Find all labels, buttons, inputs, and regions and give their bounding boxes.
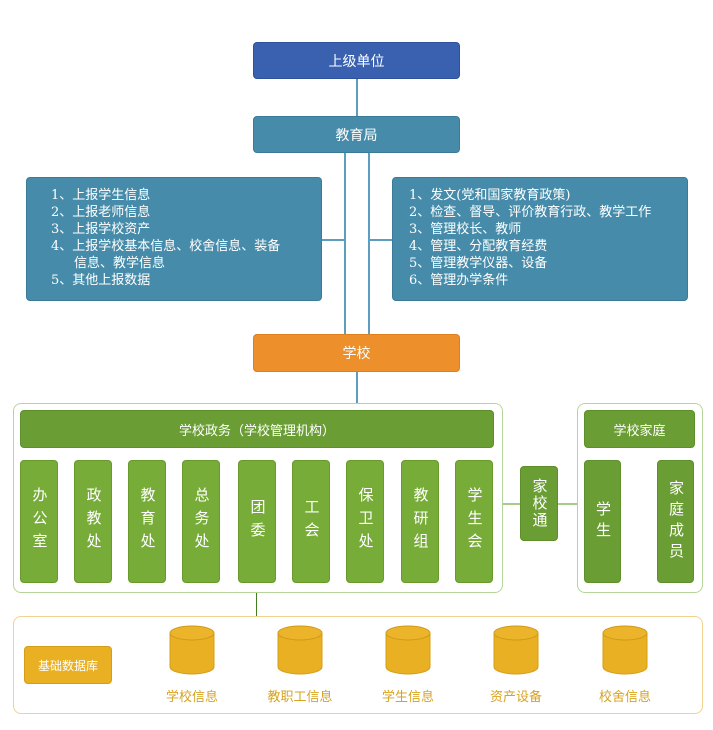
top-unit-box: 上级单位 <box>253 42 460 79</box>
department-label: 工会 <box>302 498 321 545</box>
family-member-student: 学生 <box>584 460 621 583</box>
database-cylinder-icon <box>602 625 648 675</box>
connector-bureau-school-right <box>368 152 370 336</box>
department-label: 保卫处 <box>356 487 375 556</box>
school-label: 学校 <box>342 346 371 362</box>
family-member-label: 家庭成员 <box>667 479 685 564</box>
department-box: 办公室 <box>20 460 58 583</box>
family-header-label: 学校家庭 <box>613 423 666 439</box>
department-label: 办公室 <box>30 487 49 556</box>
duty-list-box: 1、发文(党和国家教育政策) 2、检查、督导、评价教育行政、教学工作 3、管理校… <box>392 177 688 301</box>
admin-header-label: 学校政务（学校管理机构） <box>178 423 335 439</box>
department-box: 工会 <box>292 460 330 583</box>
department-box: 学生会 <box>455 460 493 583</box>
duty-item: 1、发文(党和国家教育政策) <box>409 188 571 203</box>
department-label: 教育处 <box>138 487 157 556</box>
report-item: 4、上报学校基本信息、校舍信息、装备 <box>51 239 281 254</box>
bureau-box: 教育局 <box>253 116 460 153</box>
duty-item: 6、管理办学条件 <box>409 273 509 288</box>
department-box: 保卫处 <box>346 460 384 583</box>
connector-duty <box>370 239 392 241</box>
school-box: 学校 <box>253 334 460 372</box>
database-cylinder-icon <box>277 625 323 675</box>
connector-bridge-family <box>558 503 580 505</box>
family-member-label: 学生 <box>594 500 612 543</box>
family-member-family: 家庭成员 <box>657 460 694 583</box>
family-header: 学校家庭 <box>584 410 695 448</box>
department-label: 学生会 <box>465 487 484 556</box>
duty-item: 3、管理校长、教师 <box>409 222 522 237</box>
bridge-label: 家校通 <box>530 478 549 529</box>
bureau-label: 教育局 <box>335 127 378 144</box>
department-box: 教育处 <box>128 460 166 583</box>
report-item: 信息、教学信息 <box>74 256 166 271</box>
database-name: 资产设备 <box>489 690 542 705</box>
department-box: 团委 <box>238 460 276 583</box>
database-cylinder-icon <box>385 625 431 675</box>
database-frame <box>13 616 703 714</box>
database-label-box: 基础数据库 <box>24 646 112 684</box>
department-label: 总务处 <box>192 487 211 556</box>
department-box: 教研组 <box>401 460 439 583</box>
database-cylinder-icon <box>169 625 215 675</box>
connector-report <box>322 239 344 241</box>
duty-item: 5、管理教学仪器、设备 <box>409 256 548 271</box>
database-name: 校舍信息 <box>598 690 651 705</box>
admin-header: 学校政务（学校管理机构） <box>20 410 494 448</box>
top-unit-label: 上级单位 <box>328 53 385 70</box>
connector-top-bureau <box>356 78 358 116</box>
connector-bureau-school-left <box>344 152 346 336</box>
report-item: 5、其他上报数据 <box>51 273 151 288</box>
connector-school-admin <box>356 372 358 404</box>
database-label: 基础数据库 <box>37 658 98 673</box>
duty-item: 4、管理、分配教育经费 <box>409 239 548 254</box>
database-cylinder-icon <box>493 625 539 675</box>
report-item: 3、上报学校资产 <box>51 222 151 237</box>
database-name: 学生信息 <box>381 690 434 705</box>
database-name: 教职工信息 <box>267 690 333 705</box>
report-list-box: 1、上报学生信息 2、上报老师信息 3、上报学校资产 4、上报学校基本信息、校舍… <box>26 177 322 301</box>
duty-item: 2、检查、督导、评价教育行政、教学工作 <box>409 205 652 220</box>
department-label: 教研组 <box>411 487 430 556</box>
connector-admin-bridge <box>502 503 522 505</box>
department-box: 政教处 <box>74 460 112 583</box>
report-item: 2、上报老师信息 <box>51 205 151 220</box>
department-label: 政教处 <box>84 487 103 556</box>
report-item: 1、上报学生信息 <box>51 188 151 203</box>
database-name: 学校信息 <box>165 690 218 705</box>
bridge-box: 家校通 <box>520 466 558 541</box>
department-label: 团委 <box>248 498 267 545</box>
connector-admin-database <box>256 592 257 616</box>
department-box: 总务处 <box>182 460 220 583</box>
